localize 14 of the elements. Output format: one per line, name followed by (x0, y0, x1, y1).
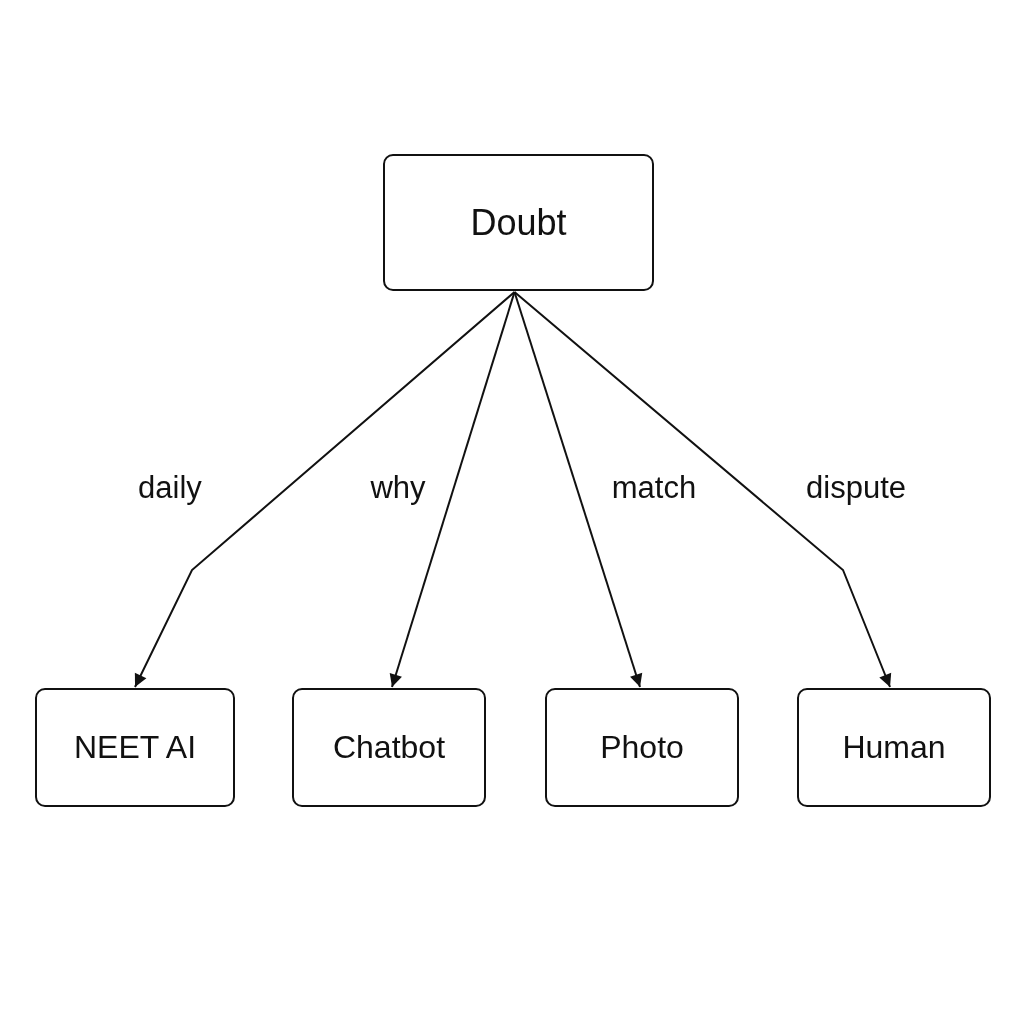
node-label: Human (842, 729, 946, 766)
node-label: Doubt (470, 201, 567, 244)
arrow (389, 291, 516, 688)
node-label: NEET AI (73, 729, 197, 766)
arrow (513, 291, 892, 688)
process-box (545, 688, 739, 807)
process-box (383, 154, 654, 291)
arrow (134, 291, 516, 688)
node-label: Chatbot (332, 729, 446, 766)
arrow (513, 291, 643, 688)
process-box (797, 688, 991, 807)
node-label: Photo (600, 729, 684, 766)
process-box (35, 688, 235, 807)
process-box (292, 688, 486, 807)
